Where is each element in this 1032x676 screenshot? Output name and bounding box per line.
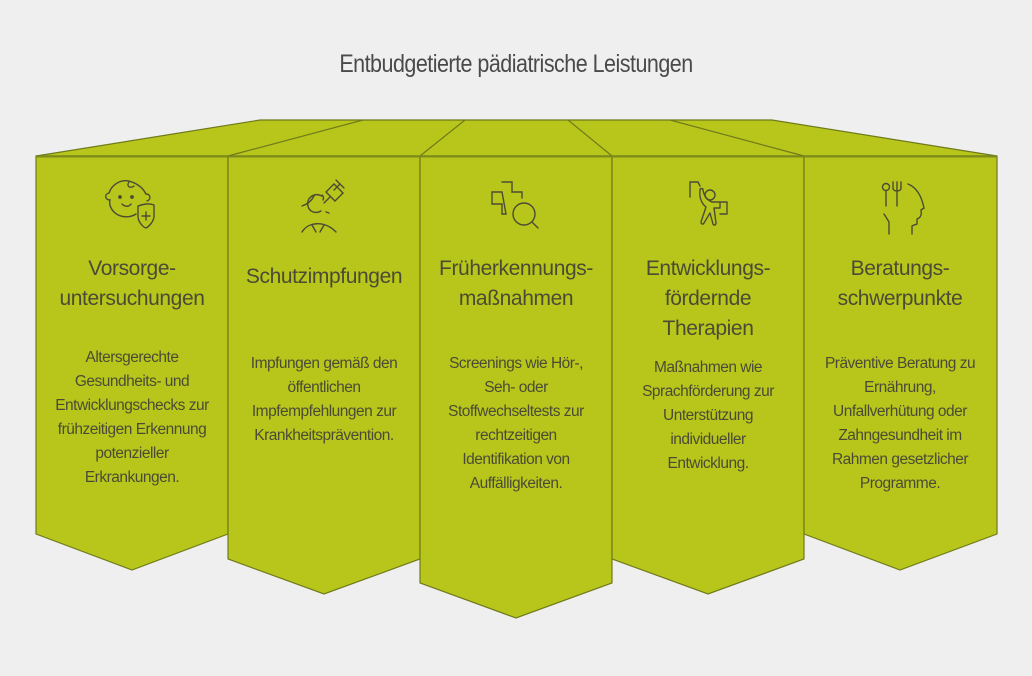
page-title: Entbudgetierte pädiatrische Leistungen (339, 50, 693, 78)
roof (35, 119, 998, 157)
baby-shield-icon (36, 170, 228, 242)
column-description: Maßnahmen wie Sprachförderung zur Unters… (642, 359, 774, 472)
column-heading: Früherkennungs- maßnahmen (439, 257, 593, 310)
column-description: Präventive Beratung zu Ernährung, Unfall… (824, 355, 976, 492)
column-heading: Schutzimpfungen (245, 265, 403, 288)
vaccination-syringe-icon (228, 170, 420, 242)
column-description: Impfungen gemäß den öffentlichen Impfemp… (250, 355, 398, 444)
column-description: Screenings wie Hör-, Seh- oder Stoffwech… (448, 355, 584, 492)
column-heading: Vorsorge- untersuchungen (59, 257, 205, 310)
column-heading: Entwicklungs- fördernde Therapien (645, 257, 771, 340)
nutrition-counseling-head-icon (804, 170, 996, 242)
medical-cross-search-icon (420, 170, 612, 242)
development-therapy-figure-icon (612, 170, 804, 242)
column-heading: Beratungs- schwerpunkte (837, 257, 963, 310)
column-description: Altersgerechte Gesundheits- und Entwickl… (55, 349, 209, 486)
